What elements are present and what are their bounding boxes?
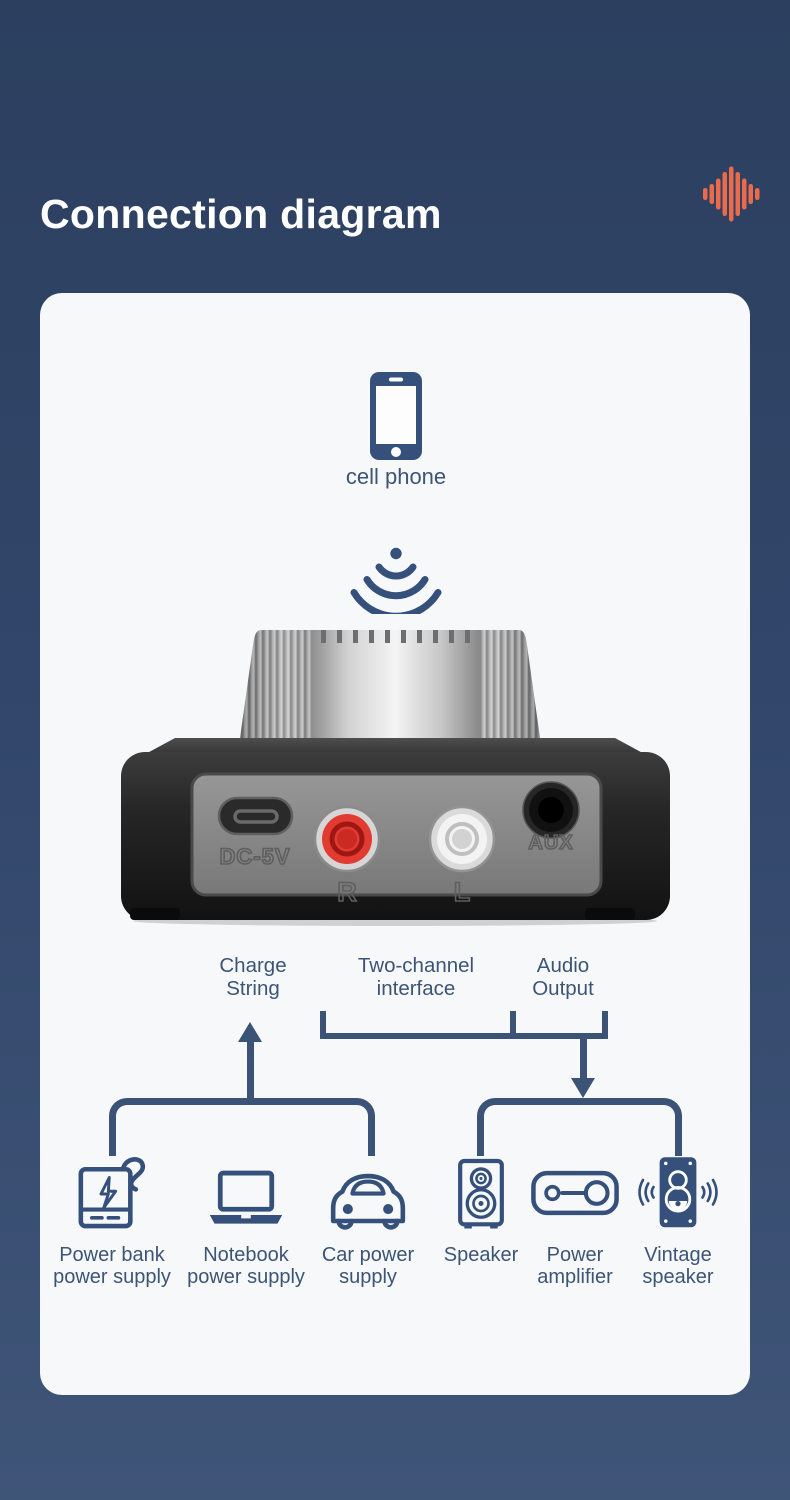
- item-label: Power bank power supply: [53, 1244, 171, 1288]
- list-item-speaker: Speaker: [416, 1152, 546, 1266]
- rca-right-label: R: [337, 877, 357, 907]
- charge-arrow-up-head: [238, 1022, 262, 1042]
- power-sources-bracket: [109, 1098, 375, 1156]
- interface-bracket-tick-right: [602, 1011, 608, 1033]
- cell-phone-label: cell phone: [345, 464, 447, 489]
- list-item-vintage-speaker: Vintage speaker: [613, 1152, 743, 1288]
- outputs-bracket: [477, 1098, 682, 1156]
- item-label: Power amplifier: [537, 1244, 613, 1288]
- rca-right-jack: [313, 805, 381, 873]
- car-icon: [330, 1173, 406, 1230]
- usb-c-port: [217, 796, 294, 836]
- interface-bracket-line: [320, 1033, 608, 1039]
- list-item-power-bank: Power bank power supply: [47, 1152, 177, 1288]
- volume-knob: [240, 630, 540, 738]
- interface-bracket-tick-left: [320, 1011, 326, 1033]
- charge-string-label: Charge String: [219, 954, 287, 1000]
- item-label: Notebook power supply: [187, 1244, 305, 1288]
- output-arrow-down-head: [571, 1078, 595, 1098]
- item-label: Vintage speaker: [642, 1244, 714, 1288]
- device-body: [121, 738, 670, 926]
- interface-bracket-tick-mid: [510, 1011, 516, 1033]
- audio-output-label: Audio Output: [532, 954, 594, 1000]
- power-bank-icon: [78, 1157, 146, 1229]
- page-title: Connection diagram: [40, 191, 442, 237]
- wireless-signal-icon: [350, 547, 442, 614]
- audio-waveform-icon: [703, 166, 760, 222]
- vintage-speaker-icon: [638, 1157, 718, 1228]
- list-item-notebook: Notebook power supply: [181, 1152, 311, 1288]
- list-item-amplifier: Power amplifier: [510, 1152, 640, 1288]
- aux-jack: [522, 781, 580, 839]
- dc-5v-label: DC-5V: [219, 844, 290, 869]
- bluetooth-audio-receiver-image: DC-5V R L AUX: [121, 630, 670, 926]
- cell-phone-icon: [370, 372, 422, 460]
- speaker-icon: [458, 1158, 504, 1229]
- rca-left-jack: [428, 805, 496, 873]
- item-label: Speaker: [443, 1244, 519, 1266]
- item-label: Car power supply: [321, 1244, 415, 1288]
- charge-arrow-up-line: [247, 1040, 254, 1102]
- rca-left-label: L: [454, 877, 471, 907]
- list-item-car: Car power supply: [303, 1152, 433, 1288]
- notebook-icon: [209, 1170, 283, 1224]
- amplifier-icon: [531, 1170, 619, 1216]
- aux-label: AUX: [528, 832, 573, 854]
- output-arrow-down-line: [580, 1039, 587, 1081]
- two-channel-interface-label: Two-channel interface: [357, 954, 475, 1000]
